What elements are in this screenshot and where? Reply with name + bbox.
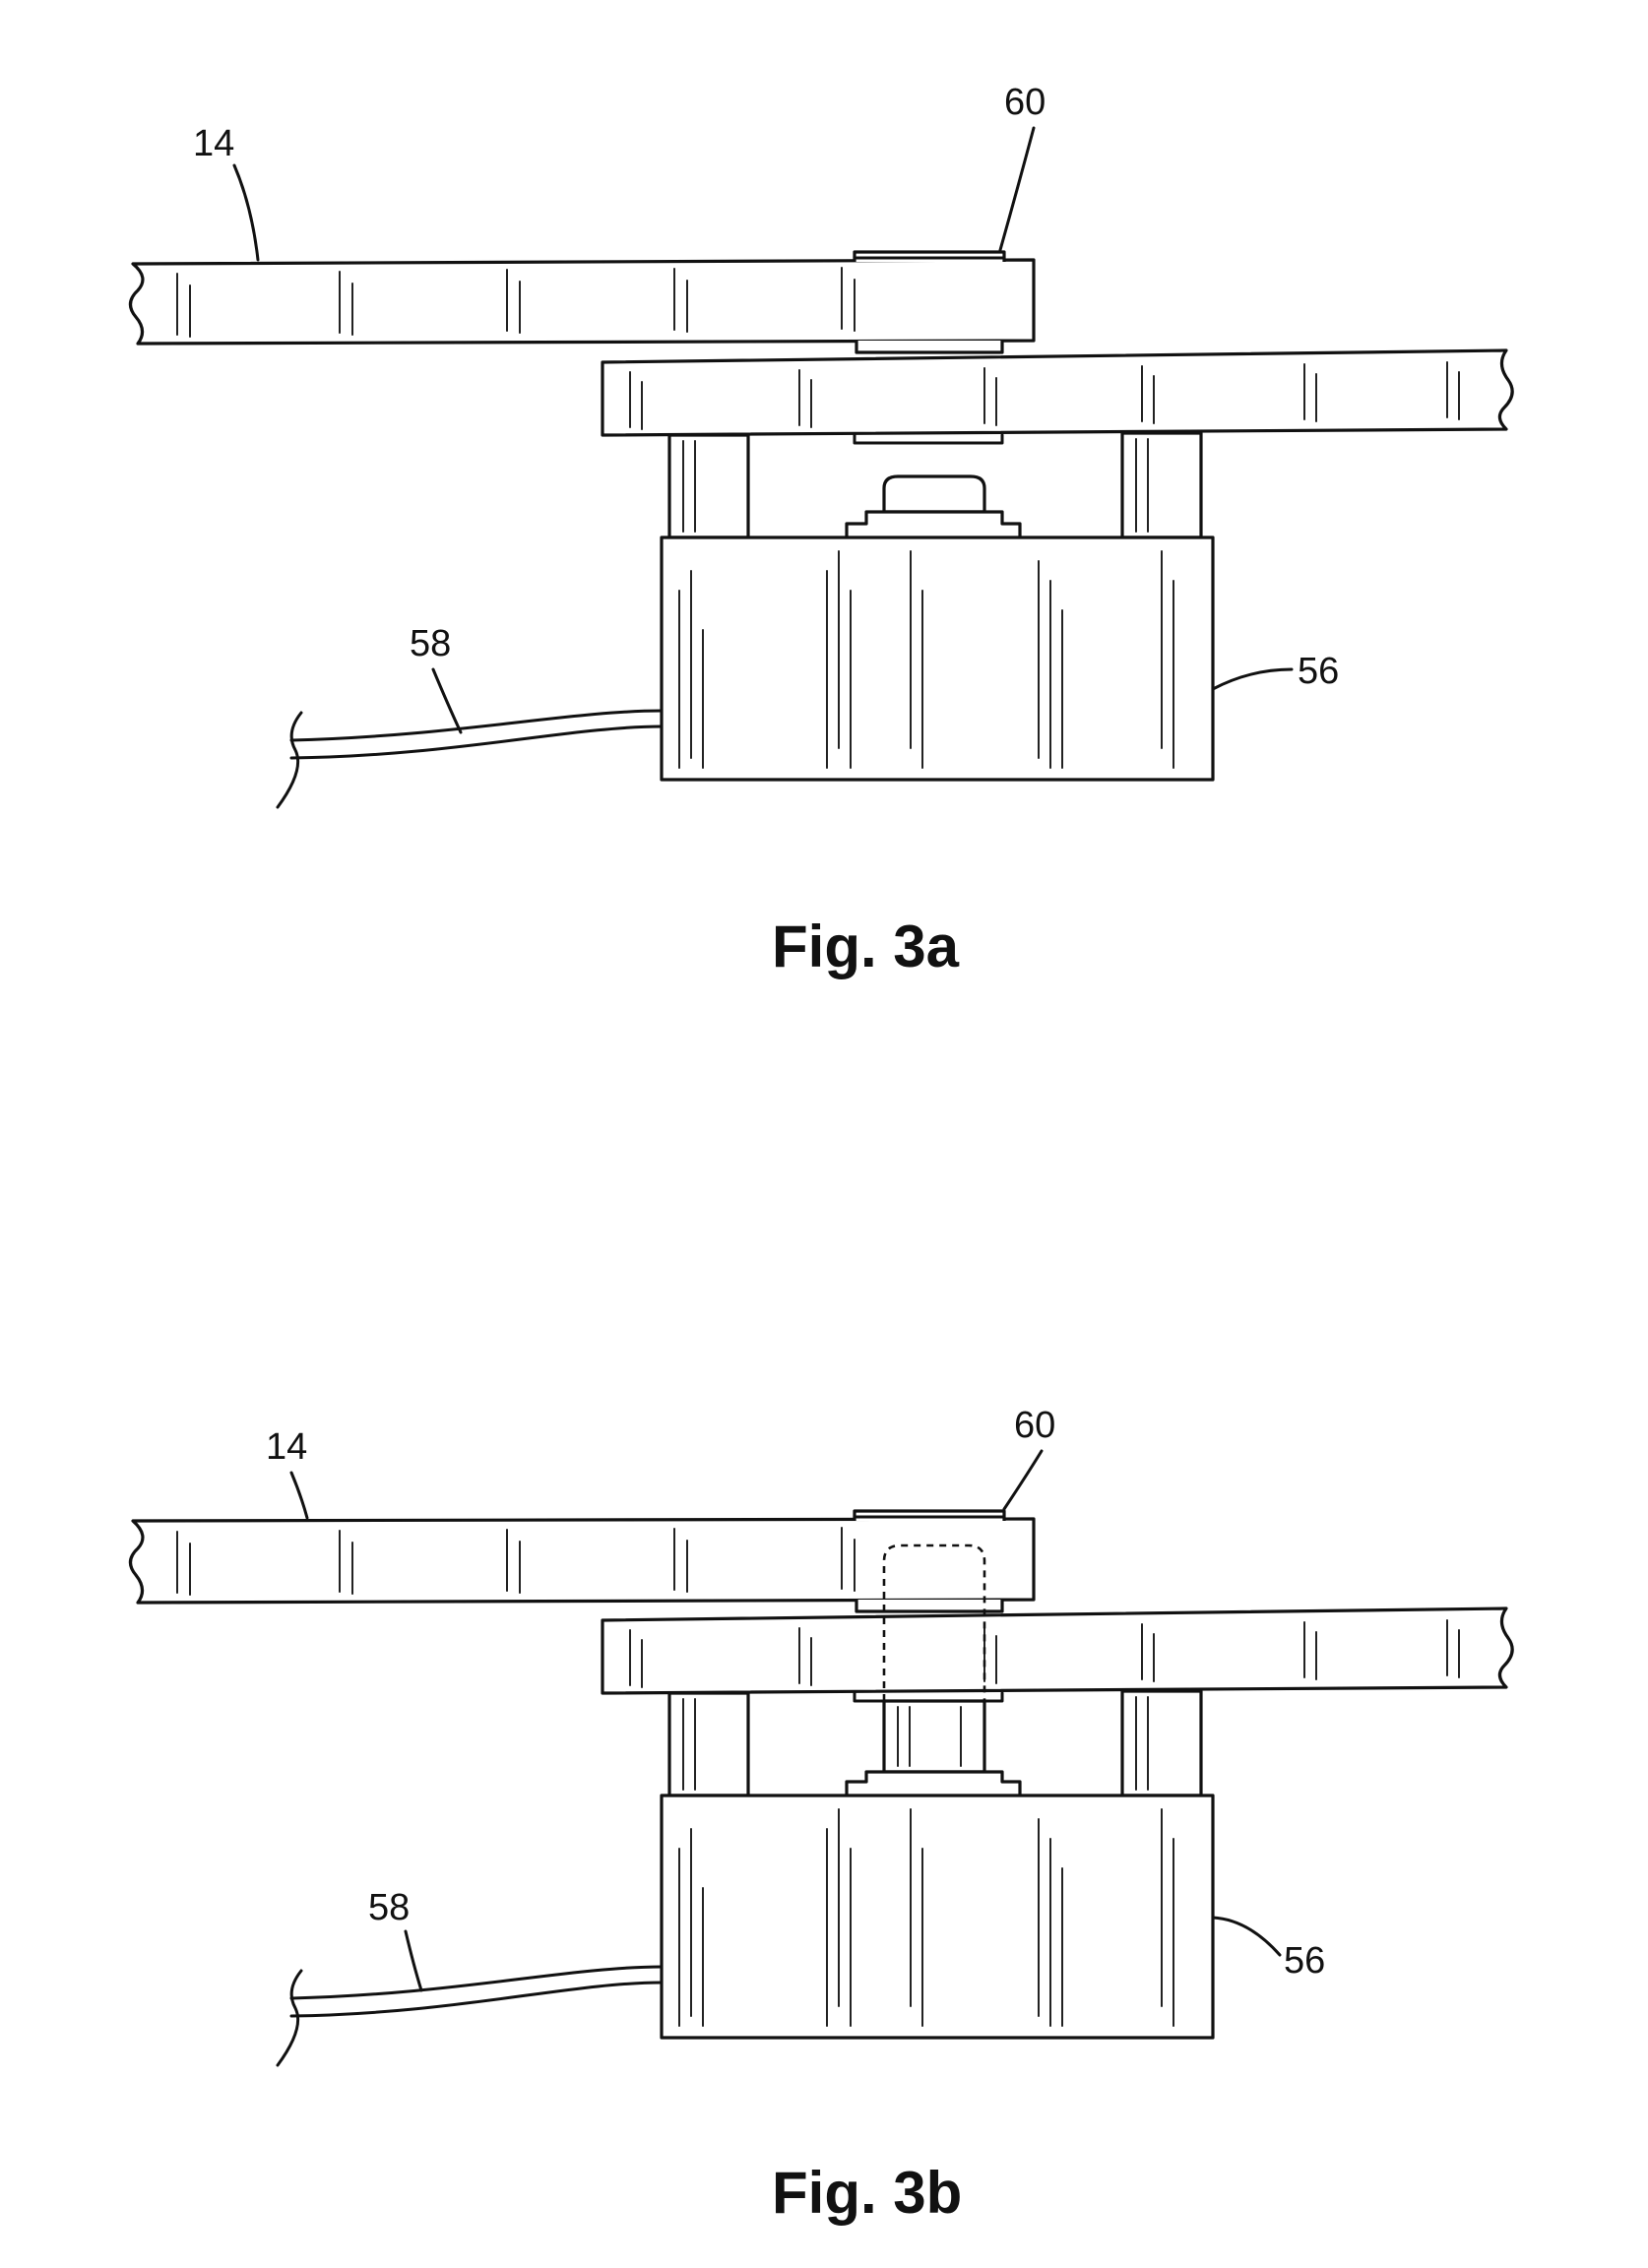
stop-60-collar bbox=[856, 1600, 1002, 1611]
label-14: 14 bbox=[266, 1426, 307, 1468]
leader-58 bbox=[433, 669, 461, 732]
figure-3a: 14 60 58 56 Fig. 3a bbox=[130, 82, 1512, 979]
label-58: 58 bbox=[410, 623, 451, 664]
label-56: 56 bbox=[1298, 651, 1339, 692]
plunger-stem bbox=[884, 1701, 984, 1772]
switch-56 bbox=[662, 1796, 1213, 2038]
figure-3b: 14 60 58 56 Fig. 3b bbox=[130, 1405, 1512, 2226]
leader-60 bbox=[1004, 1451, 1042, 1509]
plate-14 bbox=[130, 1519, 1034, 1603]
leader-56 bbox=[1213, 1918, 1280, 1955]
leader-14 bbox=[291, 1473, 307, 1518]
plate-14 bbox=[130, 260, 1034, 344]
cable-58 bbox=[291, 1967, 662, 2016]
base-plate bbox=[602, 350, 1512, 435]
switch-56 bbox=[662, 537, 1213, 780]
label-56: 56 bbox=[1284, 1940, 1325, 1982]
label-60: 60 bbox=[1004, 82, 1046, 123]
plunger-nut bbox=[847, 1772, 1020, 1796]
stop-60-collar bbox=[856, 341, 1002, 352]
caption-fig-3b: Fig. 3b bbox=[772, 2160, 962, 2226]
label-14: 14 bbox=[193, 123, 234, 164]
leader-14 bbox=[234, 165, 258, 260]
label-60: 60 bbox=[1014, 1405, 1055, 1446]
leader-60 bbox=[1000, 128, 1034, 250]
plunger bbox=[884, 476, 984, 512]
label-58: 58 bbox=[368, 1887, 410, 1928]
plunger-nut bbox=[847, 512, 1020, 537]
leader-58 bbox=[406, 1931, 421, 1990]
base-plate bbox=[602, 1608, 1512, 1693]
cable-58 bbox=[291, 711, 662, 758]
caption-fig-3a: Fig. 3a bbox=[772, 914, 960, 979]
leader-56 bbox=[1213, 669, 1292, 689]
